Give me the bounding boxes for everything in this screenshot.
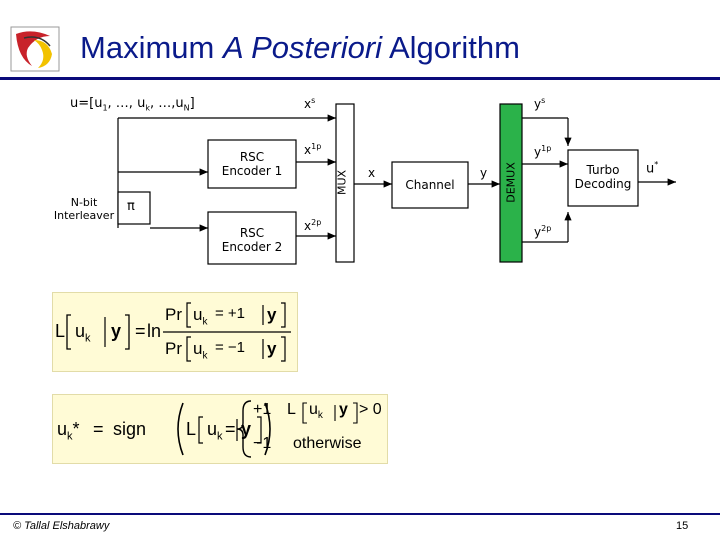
y2p-label: y2p bbox=[534, 224, 552, 239]
dec-sign: sign bbox=[113, 419, 147, 439]
mux-label: MUX bbox=[335, 169, 349, 196]
footer-divider bbox=[0, 513, 720, 515]
x2p-label: x2p bbox=[304, 218, 322, 233]
channel-box bbox=[391, 161, 469, 209]
dec-y: y bbox=[241, 419, 252, 439]
x-label: x bbox=[368, 166, 376, 180]
interleaver-box bbox=[117, 191, 151, 225]
y1p-label: y1p bbox=[534, 144, 552, 159]
llr-den-u: uk bbox=[193, 339, 208, 362]
ys-label: ys bbox=[534, 96, 546, 111]
llr-num-u: uk bbox=[193, 305, 208, 328]
llr-u: uk bbox=[75, 321, 91, 345]
llr-num-y: y bbox=[267, 305, 277, 324]
dec-uk-star: uk* bbox=[57, 419, 80, 443]
llr-den-pr: Pr bbox=[165, 339, 182, 358]
input-sequence-label: u=[u1, …, uk, …,uN] bbox=[70, 96, 195, 113]
dec-case2-val: −1 bbox=[253, 435, 272, 452]
mux-box bbox=[335, 103, 355, 263]
dec-case1-y: y bbox=[339, 401, 348, 418]
llr-L: L bbox=[55, 321, 66, 341]
llr-eq: = bbox=[135, 321, 146, 341]
llr-y: y bbox=[111, 321, 122, 341]
llr-formula: L uk y = ln Pr uk = +1 y Pr uk = −1 y bbox=[52, 292, 298, 372]
dec-case1-cond: > 0 bbox=[359, 401, 382, 418]
title-divider bbox=[0, 77, 720, 80]
dec-L: L bbox=[186, 419, 197, 439]
y-label: y bbox=[480, 166, 488, 180]
llr-den-y: y bbox=[267, 339, 277, 358]
dec-eq2: = bbox=[225, 419, 236, 439]
output-label: u* bbox=[646, 160, 659, 177]
xs-label: xs bbox=[304, 96, 316, 111]
dec-case2-cond: otherwise bbox=[293, 435, 362, 452]
university-logo bbox=[10, 26, 60, 72]
channel-label: Channel bbox=[405, 178, 455, 192]
page-number: 15 bbox=[676, 520, 689, 532]
dec-case1-u: uk bbox=[309, 401, 323, 422]
rsc-encoder-1-box bbox=[207, 139, 297, 189]
decision-formula: uk* = sign L uk y = +1 L uk y > 0 −1 oth… bbox=[52, 394, 388, 464]
dec-eq: = bbox=[93, 419, 104, 439]
llr-num-cond: = +1 bbox=[215, 305, 246, 322]
rsc-encoder-2-box bbox=[207, 211, 297, 265]
x1p-label: x1p bbox=[304, 142, 322, 157]
footer-author: © Tallal Elshabrawy bbox=[13, 520, 110, 532]
turbo-decoding-box bbox=[567, 149, 639, 207]
pi-symbol: π bbox=[127, 199, 135, 214]
dec-u: uk bbox=[207, 419, 223, 443]
slide-title: Maximum A Posteriori Algorithm bbox=[80, 30, 520, 65]
demux-box bbox=[499, 103, 523, 263]
dec-case1-L: L bbox=[287, 401, 296, 418]
llr-ln: ln bbox=[147, 321, 162, 341]
llr-den-cond: = −1 bbox=[215, 339, 246, 356]
demux-label: DEMUX bbox=[504, 162, 518, 203]
llr-num-pr: Pr bbox=[165, 305, 182, 324]
dec-case1-val: +1 bbox=[253, 401, 272, 418]
